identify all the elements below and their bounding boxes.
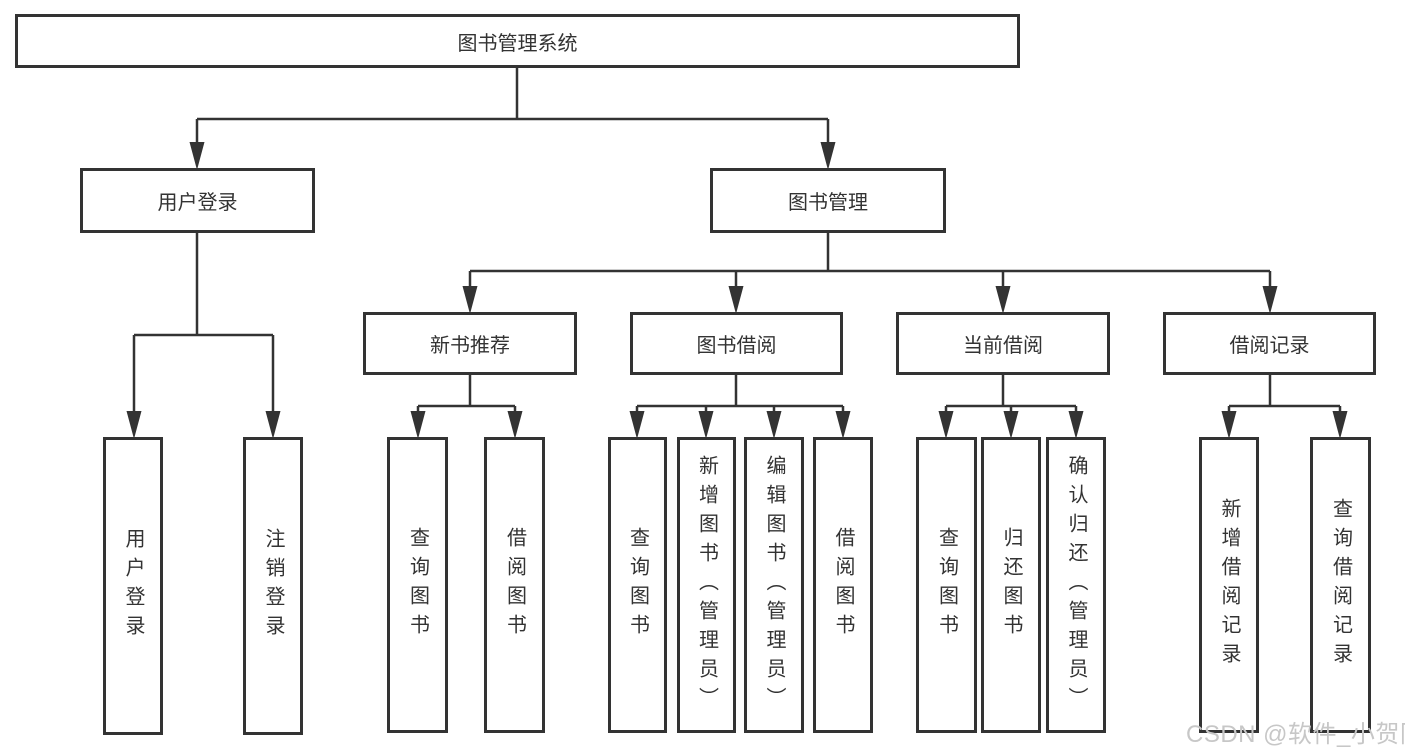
leaf-logout: 注销登录 [243, 437, 303, 735]
leaf-add-book-admin: 新增图书（管理员） [677, 437, 736, 733]
leaf-borrow-book-recommend: 借阅图书 [484, 437, 545, 733]
leaf-edit-book-admin: 编辑图书（管理员） [744, 437, 804, 733]
leaf-user-login: 用户登录 [103, 437, 163, 735]
leaf-add-borrow-record: 新增借阅记录 [1199, 437, 1259, 733]
node-user-login: 用户登录 [80, 168, 315, 233]
leaf-query-book-recommend: 查询图书 [387, 437, 448, 733]
node-root-library-system: 图书管理系统 [15, 14, 1020, 68]
leaf-query-book-borrow: 查询图书 [608, 437, 667, 733]
leaf-return-book: 归还图书 [981, 437, 1041, 733]
csdn-watermark: CSDN @软件_小贺同学 [1186, 721, 1405, 747]
leaf-query-book-current: 查询图书 [916, 437, 977, 733]
node-book-management: 图书管理 [710, 168, 946, 233]
node-borrow-record: 借阅记录 [1163, 312, 1376, 375]
leaf-borrow-book: 借阅图书 [813, 437, 873, 733]
node-book-borrow: 图书借阅 [630, 312, 843, 375]
node-new-book-recommend: 新书推荐 [363, 312, 577, 375]
leaf-confirm-return-admin: 确认归还（管理员） [1046, 437, 1106, 733]
node-current-borrow: 当前借阅 [896, 312, 1110, 375]
leaf-query-borrow-record: 查询借阅记录 [1310, 437, 1371, 733]
